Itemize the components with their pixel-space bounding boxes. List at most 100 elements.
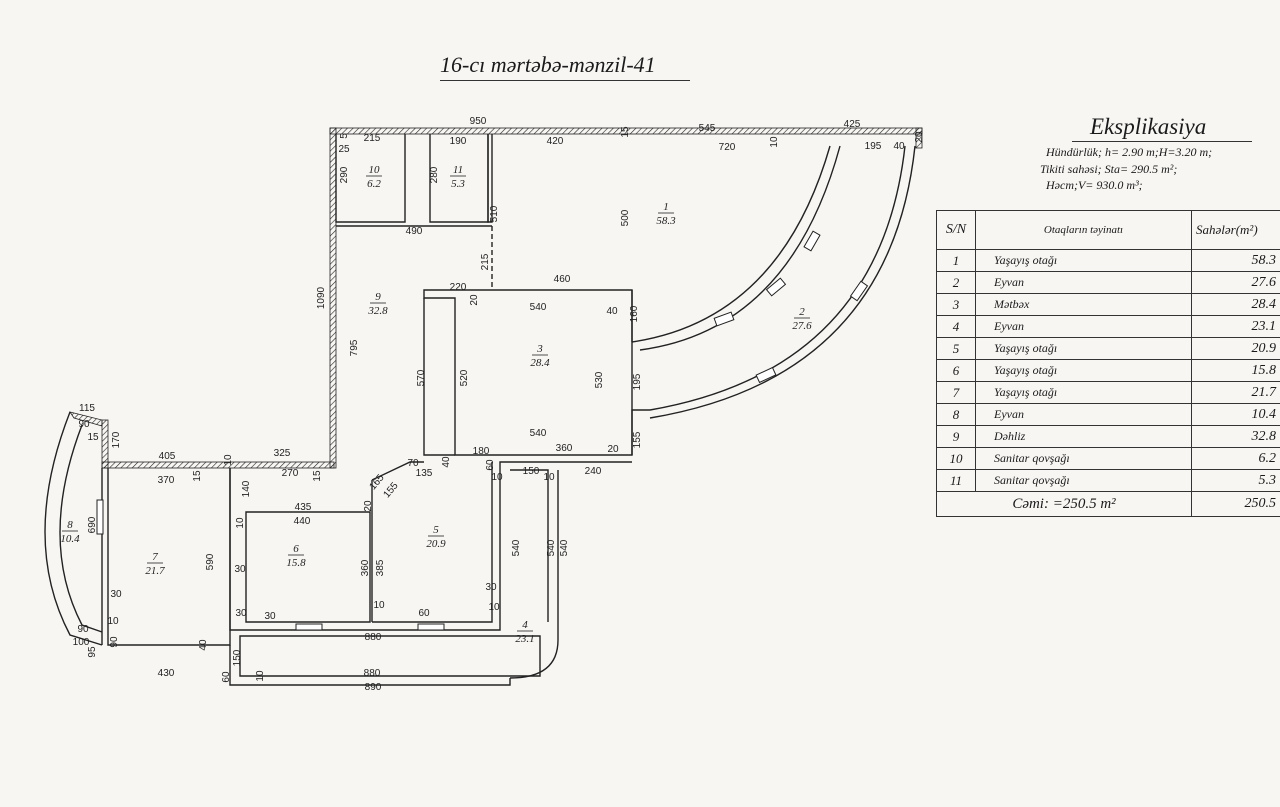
dimension-label: 5: [339, 133, 350, 139]
room-label: 115.3: [450, 164, 466, 190]
dimension-label: 420: [547, 136, 564, 147]
dimension-label: 10: [223, 454, 234, 466]
height-info: Hündürlük; h= 2.90 m;H=3.20 m;: [1046, 145, 1213, 159]
dimension-label: 150: [232, 649, 243, 666]
row-room-purpose: Sanitar qovşağı: [975, 447, 1192, 470]
room-labels: 158.3227.6328.4423.1520.9615.8721.7810.4…: [60, 164, 812, 645]
room-label: 328.4: [530, 343, 550, 369]
dimension-label: 25: [338, 144, 350, 155]
dimension-label: 570: [416, 369, 427, 386]
room-number: 6: [293, 543, 299, 555]
dimension-label: 430: [158, 668, 175, 679]
window-2: [765, 277, 787, 297]
dimension-label: 690: [87, 516, 98, 533]
room-area: 27.6: [792, 320, 812, 332]
row-room-purpose: Dəhliz: [975, 425, 1192, 448]
row-sn: 10: [936, 447, 976, 470]
dimension-label: 540: [530, 428, 547, 439]
room-label: 106.2: [366, 164, 382, 190]
window-4: [849, 280, 869, 302]
dimension-label: 720: [719, 142, 736, 153]
row-room-purpose: Yaşayış otağı: [975, 359, 1192, 382]
south-balcony-inner: [239, 635, 541, 677]
room-area: 58.3: [656, 215, 676, 227]
room-area: 32.8: [367, 305, 388, 317]
room-area: 21.7: [145, 565, 165, 577]
window-3: [713, 311, 735, 327]
row-sn: 5: [936, 337, 976, 360]
floor-plan: 158.3227.6328.4423.1520.9615.8721.7810.4…: [44, 116, 925, 693]
row-room-purpose: Yaşayış otağı: [975, 381, 1192, 404]
total-value: 250.5: [1191, 491, 1280, 517]
row-sn: 1: [936, 249, 976, 272]
window-8: [96, 499, 104, 535]
window-6: [295, 623, 323, 631]
row-room-purpose: Sanitar qovşağı: [975, 469, 1192, 492]
dimension-label: 100: [73, 637, 90, 648]
dimension-label: 890: [365, 682, 382, 693]
dimension-label: 15: [620, 126, 631, 138]
south-balcony-outline: [229, 645, 511, 686]
room-label: 158.3: [656, 201, 676, 227]
dimension-label: 215: [480, 253, 491, 270]
balcony-4-inner-wall: [510, 469, 549, 622]
dimension-label: 30: [235, 608, 247, 619]
dimension-label: 510: [489, 205, 500, 222]
dimension-label: 90: [77, 624, 89, 635]
room-1-arc-outer: [639, 145, 841, 351]
dimension-label: 10: [373, 600, 385, 611]
row-area: 27.6: [1191, 271, 1280, 294]
dimension-label: 140: [241, 480, 252, 497]
dimension-label: 460: [554, 274, 571, 285]
dimension-label: 30: [264, 611, 276, 622]
room-number: 9: [375, 291, 381, 303]
window-1: [803, 230, 821, 252]
dimension-label: 10: [488, 602, 500, 613]
dimension-label: 180: [473, 446, 490, 457]
building-area-info: Tikiti sahəsi; Sta= 290.5 m²;: [1040, 162, 1178, 176]
explication-header-row: S/N Otaqların təyinatı Sahələr(m²): [936, 210, 1280, 250]
volume-info: Həcm;V= 930.0 m³;: [1046, 178, 1143, 192]
dimension-label: 500: [620, 209, 631, 226]
dimension-label: 215: [364, 133, 381, 144]
dimension-label: 20: [914, 131, 925, 143]
room-area: 23.1: [515, 633, 534, 645]
room-6-walls: [245, 511, 371, 623]
corridor-east-wall: [423, 298, 455, 456]
dimension-label: 155: [382, 480, 401, 500]
dimension-label: 795: [349, 339, 360, 356]
dimension-label: 90: [109, 636, 120, 648]
room-7-walls: [107, 468, 231, 646]
dimension-label: 950: [470, 116, 487, 127]
room-label: 520.9: [426, 524, 446, 550]
dimension-label: 290: [339, 166, 350, 183]
row-area: 5.3: [1191, 469, 1280, 492]
dimension-label: 20: [607, 444, 619, 455]
dimension-label: 530: [594, 371, 605, 388]
dimension-label: 60: [221, 671, 232, 683]
dimension-label: 10: [769, 136, 780, 148]
row-room-purpose: Eyvan: [975, 271, 1192, 294]
row-area: 15.8: [1191, 359, 1280, 382]
dimension-label: 325: [274, 448, 291, 459]
balcony-4-curve: [509, 470, 559, 679]
dimension-label: 40: [441, 456, 452, 468]
dimension-label: 880: [364, 668, 381, 679]
dimension-label: 170: [111, 431, 122, 448]
dimension-label: 520: [459, 369, 470, 386]
dimension-label: 40: [606, 306, 618, 317]
header-sn: S/N: [936, 210, 976, 250]
dimension-label: 425: [844, 119, 861, 130]
dimension-label: 15: [192, 470, 203, 482]
balcony-2-base: [631, 409, 650, 455]
dimension-label: 545: [699, 123, 716, 134]
balcony-2-arc-inner: [649, 145, 906, 411]
